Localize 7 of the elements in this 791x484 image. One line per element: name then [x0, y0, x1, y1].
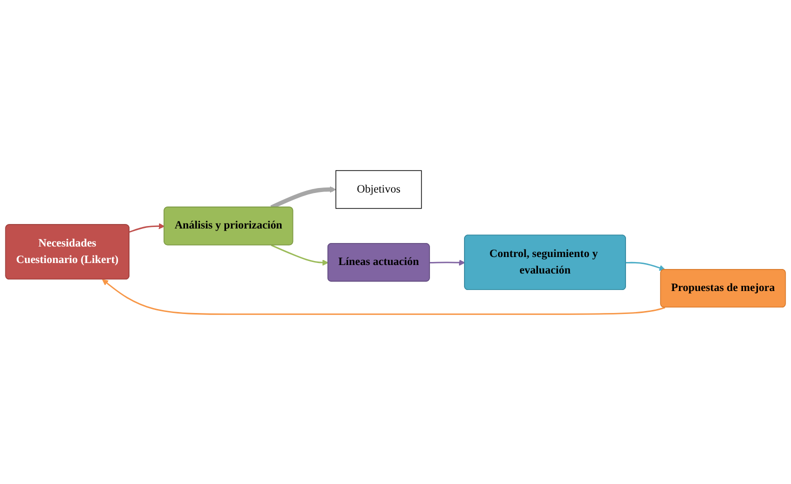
arrow — [102, 278, 666, 314]
arrow — [270, 186, 336, 209]
arrow — [626, 262, 666, 270]
arrow — [271, 244, 328, 266]
arrow — [430, 259, 466, 266]
arrow — [129, 222, 165, 232]
node-box: Objetivos — [335, 170, 422, 208]
